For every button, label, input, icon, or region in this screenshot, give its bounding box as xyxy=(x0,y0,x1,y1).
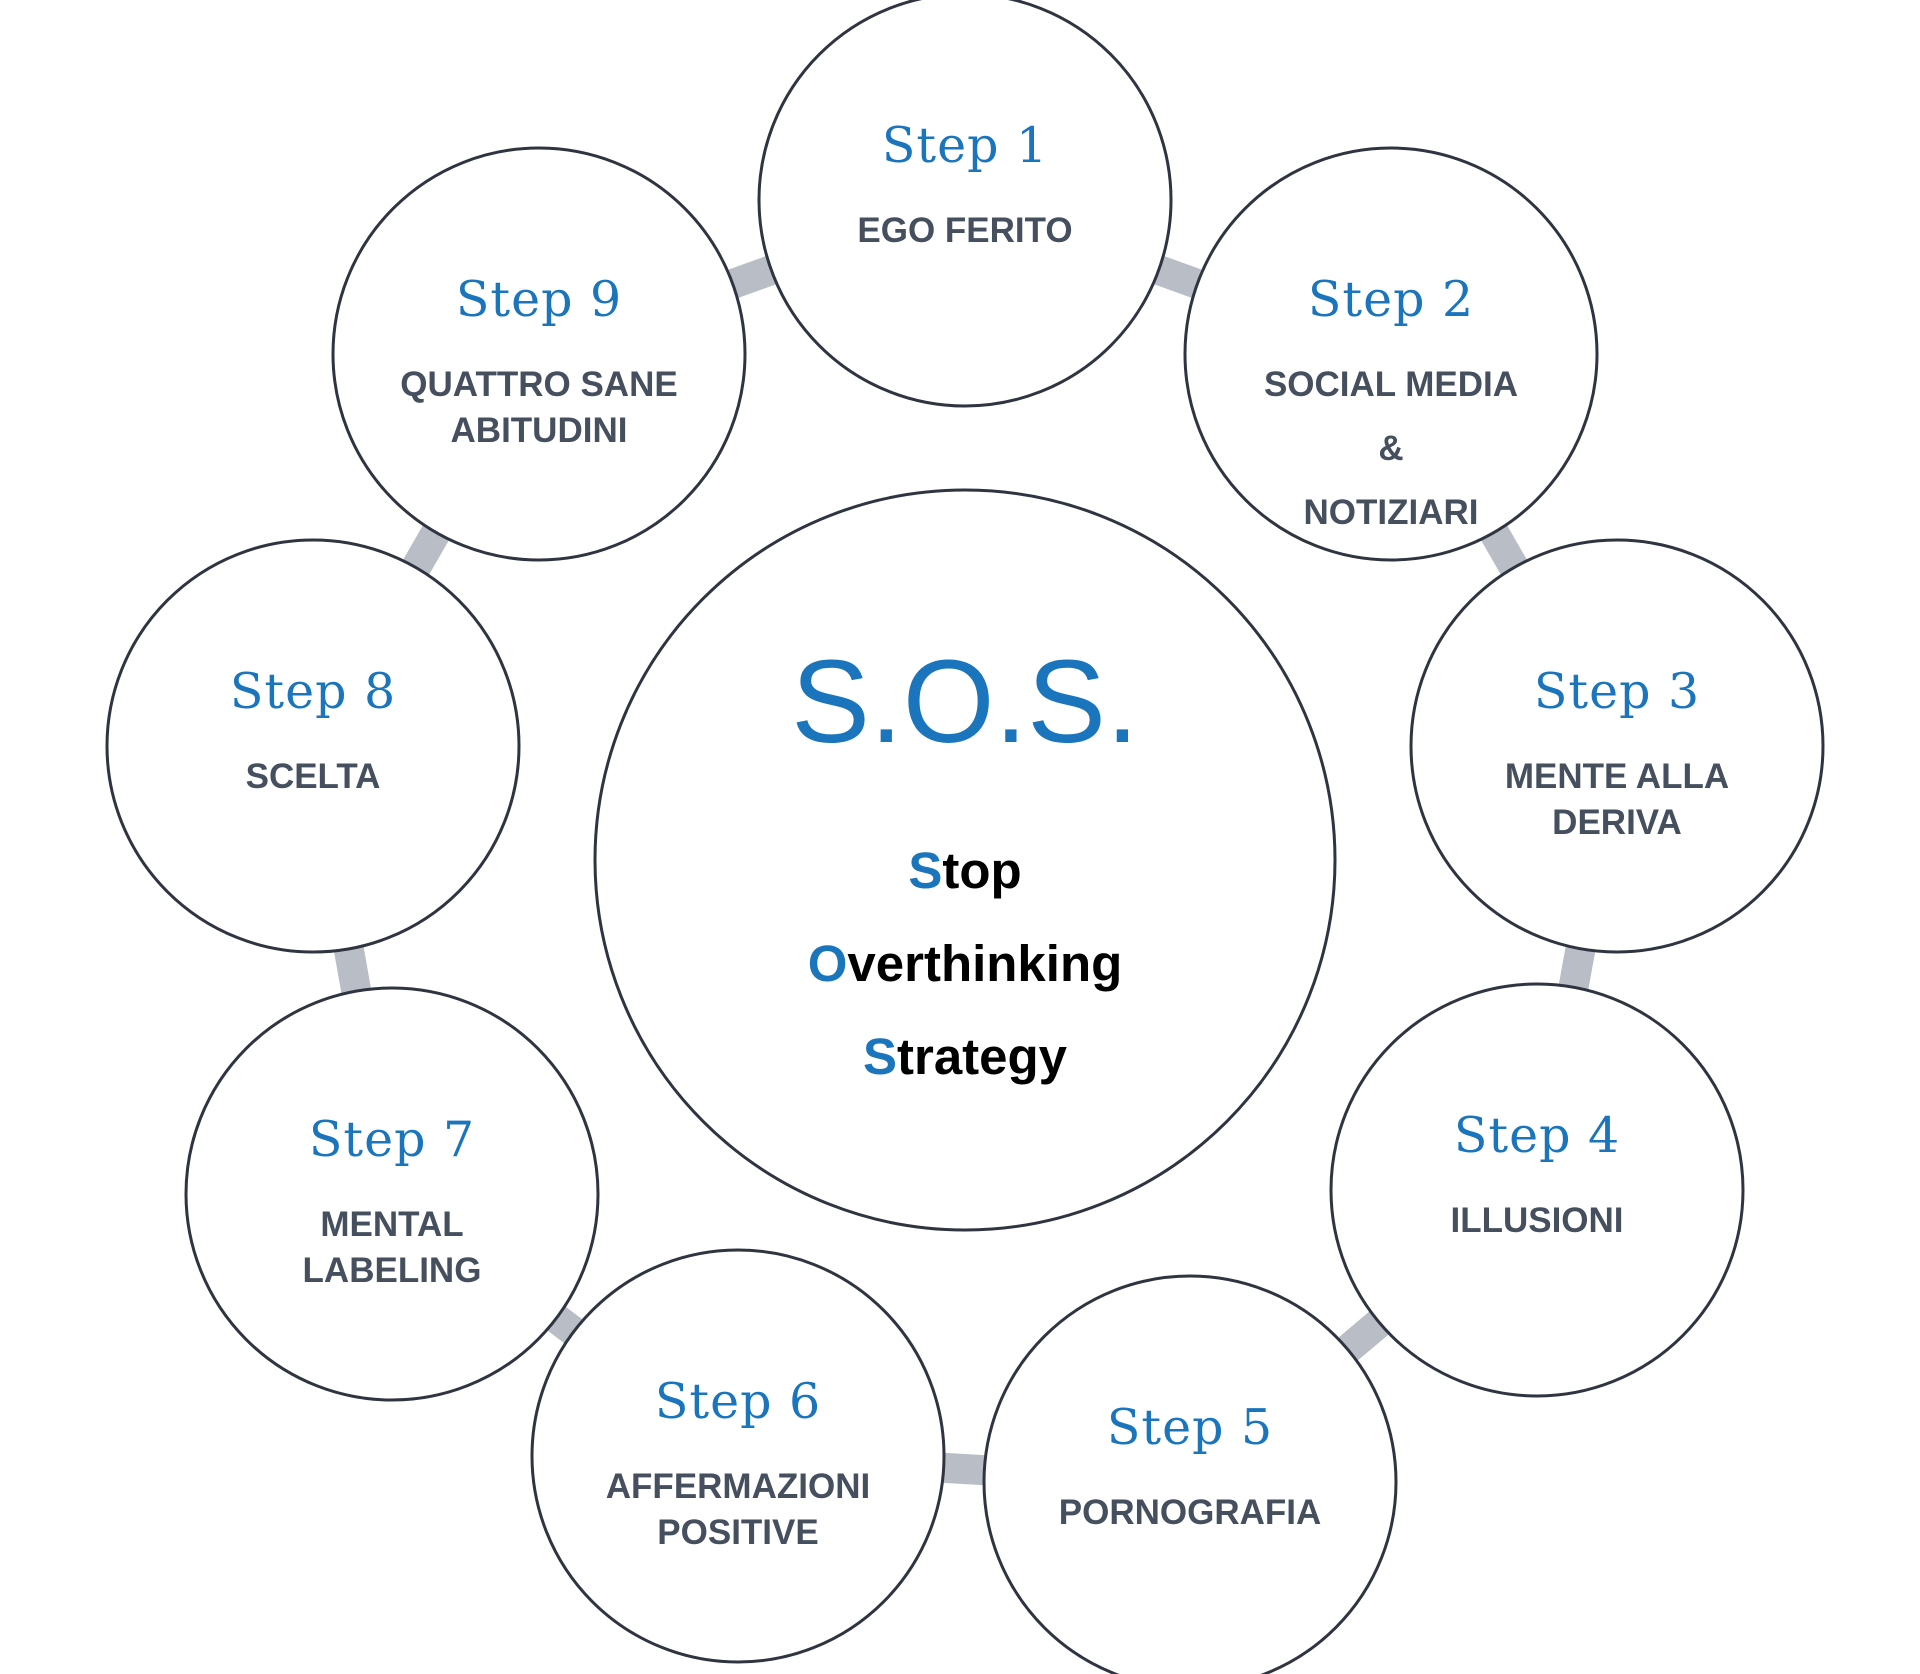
center-word-rest: trategy xyxy=(897,1028,1068,1085)
step-label-line: MENTAL xyxy=(320,1205,463,1244)
center-word-overthinking: Overthinking xyxy=(808,935,1123,992)
step-heading: Step 7 xyxy=(309,1111,475,1168)
step-label-line: ABITUDINI xyxy=(451,411,628,450)
center-word-initial: O xyxy=(808,935,848,992)
step-circle xyxy=(1329,982,1745,1398)
center-word-rest: verthinking xyxy=(847,935,1122,992)
step-9-node: Step 9 QUATTRO SANE ABITUDINI xyxy=(331,146,747,562)
step-label-line: MENTE ALLA xyxy=(1505,757,1729,796)
step-circle xyxy=(331,146,747,562)
step-label-line: SCELTA xyxy=(246,757,381,796)
step-label-line: AFFERMAZIONI xyxy=(606,1467,870,1506)
center-word-initial: S xyxy=(863,1028,897,1085)
step-label-line: LABELING xyxy=(303,1251,482,1290)
step-label-line: NOTIZIARI xyxy=(1304,493,1479,532)
step-4-node: Step 4 ILLUSIONI xyxy=(1329,982,1745,1398)
step-heading: Step 8 xyxy=(230,663,396,720)
step-7-node: Step 7 MENTAL LABELING xyxy=(184,986,600,1402)
center-circle: S.O.S. Stop Overthinking Strategy xyxy=(593,488,1337,1232)
step-3-node: Step 3 MENTE ALLA DERIVA xyxy=(1409,538,1825,954)
step-2-node: Step 2 SOCIAL MEDIA & NOTIZIARI xyxy=(1183,146,1599,562)
step-5-node: Step 5 PORNOGRAFIA xyxy=(982,1274,1398,1674)
step-label-line: DERIVA xyxy=(1552,803,1682,842)
center-circle-shape xyxy=(593,488,1337,1232)
center-word-initial: S xyxy=(908,842,942,899)
step-label-line: PORNOGRAFIA xyxy=(1059,1493,1322,1532)
step-label-line: POSITIVE xyxy=(657,1513,818,1552)
step-circle xyxy=(1409,538,1825,954)
step-label-line: QUATTRO SANE xyxy=(400,365,677,404)
step-1-node: Step 1 EGO FERITO xyxy=(757,0,1173,408)
step-heading: Step 6 xyxy=(655,1373,821,1430)
step-heading: Step 5 xyxy=(1107,1399,1273,1456)
step-heading: Step 9 xyxy=(456,271,622,328)
step-circle xyxy=(105,538,521,954)
step-heading: Step 2 xyxy=(1308,271,1474,328)
step-6-node: Step 6 AFFERMAZIONI POSITIVE xyxy=(530,1248,946,1664)
step-heading: Step 4 xyxy=(1454,1107,1620,1164)
step-circle xyxy=(982,1274,1398,1674)
step-circle xyxy=(757,0,1173,408)
step-label-line: SOCIAL MEDIA xyxy=(1264,365,1518,404)
step-label-line: EGO FERITO xyxy=(857,211,1072,250)
step-heading: Step 1 xyxy=(882,117,1048,174)
step-circle xyxy=(530,1248,946,1664)
step-label-line: & xyxy=(1378,429,1403,468)
step-label-line: ILLUSIONI xyxy=(1450,1201,1623,1240)
center-title: S.O.S. xyxy=(791,636,1139,768)
step-circle xyxy=(184,986,600,1402)
step-nodes: Step 1 EGO FERITO Step 2 SOCIAL MEDIA & NOTIZ… xyxy=(105,0,1825,1674)
step-heading: Step 3 xyxy=(1534,663,1700,720)
step-circle xyxy=(1183,146,1599,562)
center-word-strategy: Strategy xyxy=(863,1028,1068,1085)
step-8-node: Step 8 SCELTA xyxy=(105,538,521,954)
center-word-stop: Stop xyxy=(908,842,1021,899)
center-word-rest: top xyxy=(942,842,1021,899)
